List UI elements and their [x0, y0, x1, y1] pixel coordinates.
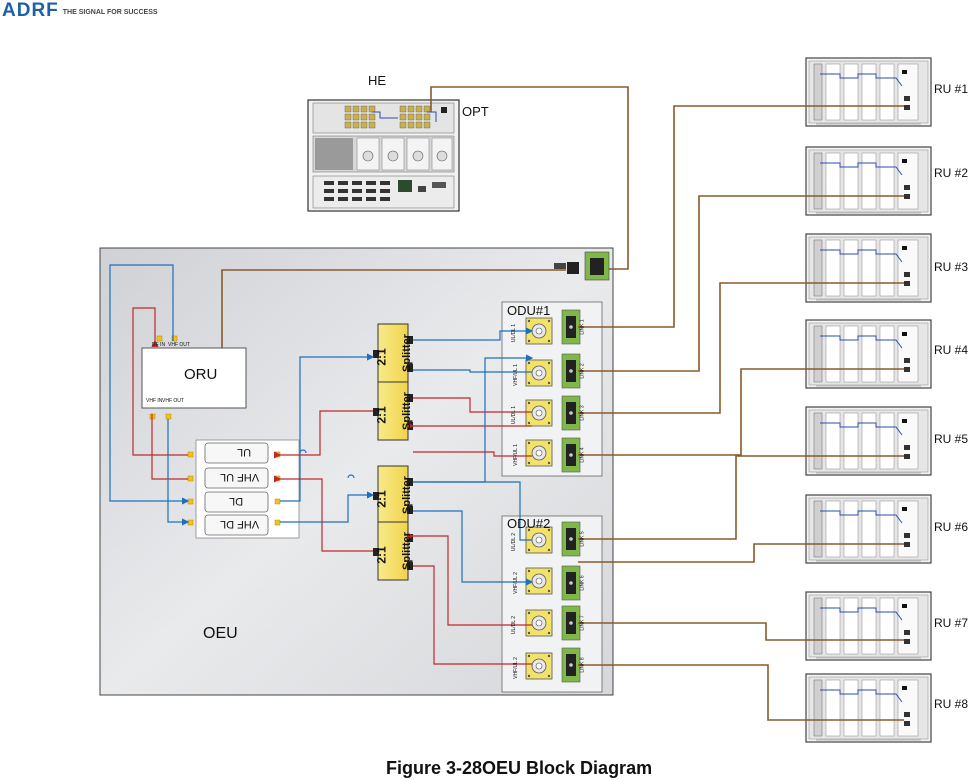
splitter-ratio: 2:1: [374, 348, 389, 366]
oru-port-label: VHF OUT: [162, 398, 184, 404]
odu-1-label: ODU#1: [507, 303, 551, 318]
logo-mark: ADRF: [2, 0, 59, 21]
opt-label: OPT: [462, 104, 489, 119]
odu-port-label: UL/DL 2: [511, 532, 518, 552]
panel-row-label: UL: [237, 446, 252, 458]
fiber-link-5: [578, 455, 904, 540]
splitter-ratio: 2:1: [374, 546, 389, 564]
fiber-link-4: [578, 368, 904, 456]
ru-8-rack: [805, 673, 932, 743]
odu-port-label: UL/DL 1: [511, 405, 518, 425]
panel-row-label: DL: [229, 495, 244, 507]
ru-label: RU #5: [934, 432, 969, 446]
ru-4-rack: [805, 319, 932, 389]
ru-6-rack: [805, 494, 932, 564]
odu-port-label: UL/DL 2: [511, 615, 518, 635]
link-label: LINK 5: [579, 531, 586, 547]
fiber-link-1: [578, 105, 904, 328]
link-label: LINK 4: [579, 447, 586, 463]
ru-3-rack: [805, 233, 932, 303]
ru-1-rack: [805, 57, 932, 127]
head-end-label: HE: [368, 73, 387, 88]
ru-2-rack: [805, 146, 932, 216]
splitter-ratio: 2:1: [374, 406, 389, 424]
oru-fiber: [221, 269, 566, 348]
odu-port-label: VHF/UL 1: [512, 444, 519, 466]
splitter-name: Splitter: [400, 334, 413, 372]
link-label: LINK 7: [579, 615, 586, 631]
link-label: LINK 2: [579, 363, 586, 379]
opt-fiber-link: [430, 86, 629, 270]
ru-label: RU #7: [934, 616, 969, 630]
oeu-optical-port: [554, 251, 610, 281]
panel-row-label: VHF UL: [220, 471, 260, 483]
ru-label: RU #3: [934, 260, 969, 274]
caption-title: OEU Block Diagram: [482, 758, 653, 778]
link-label: LINK 3: [579, 405, 586, 421]
odu-2-label: ODU#2: [507, 516, 551, 531]
caption-number: Figure 3-28: [386, 758, 483, 778]
odu-port-label: VHF/UL 1: [512, 364, 519, 386]
fiber-link-3: [578, 282, 904, 414]
ru-label: RU #1: [934, 82, 969, 96]
splitter-ratio: 2:1: [374, 490, 389, 508]
oru-module: [141, 347, 247, 409]
ru-label: RU #4: [934, 343, 969, 357]
odu-port-label: VHF/UL 2: [512, 572, 519, 594]
oru-port-label: VHF IN: [146, 398, 163, 404]
fiber-link-7: [578, 622, 904, 641]
link-label: LINK 8: [579, 657, 586, 673]
splitter-name: Splitter: [400, 476, 413, 514]
panel-row-label: VHF DL: [220, 518, 260, 530]
odu-port-label: UL/DL 1: [511, 323, 518, 343]
splitter-name: Splitter: [400, 532, 413, 570]
fiber-link-2: [578, 195, 904, 372]
logo-tagline: THE SIGNAL FOR SUCCESS: [62, 9, 158, 16]
link-label: LINK 1: [579, 319, 586, 335]
ru-7-rack: [805, 591, 932, 661]
odu-port-label: VHF/UL 2: [512, 657, 519, 679]
figure-caption: Figure 3-28OEU Block Diagram: [386, 758, 652, 779]
oru-port-label: VHF OUT: [168, 342, 190, 348]
ru-label: RU #6: [934, 520, 969, 534]
head-end-rack: [307, 99, 460, 212]
adrf-logo: ADRF THE SIGNAL FOR SUCCESS: [2, 0, 158, 22]
fiber-link-8: [578, 664, 904, 721]
ru-label: RU #2: [934, 166, 969, 180]
ru-5-rack: [805, 406, 932, 476]
oru-label: ORU: [184, 366, 218, 383]
block-diagram: [99, 57, 932, 743]
oeu-label: OEU: [203, 625, 238, 642]
ru-label: RU #8: [934, 697, 969, 711]
fiber-link-6: [578, 543, 904, 563]
oru-port-label: RF IN: [152, 342, 166, 348]
link-label: LINK 6: [579, 575, 586, 591]
splitter-name: Splitter: [400, 392, 413, 430]
